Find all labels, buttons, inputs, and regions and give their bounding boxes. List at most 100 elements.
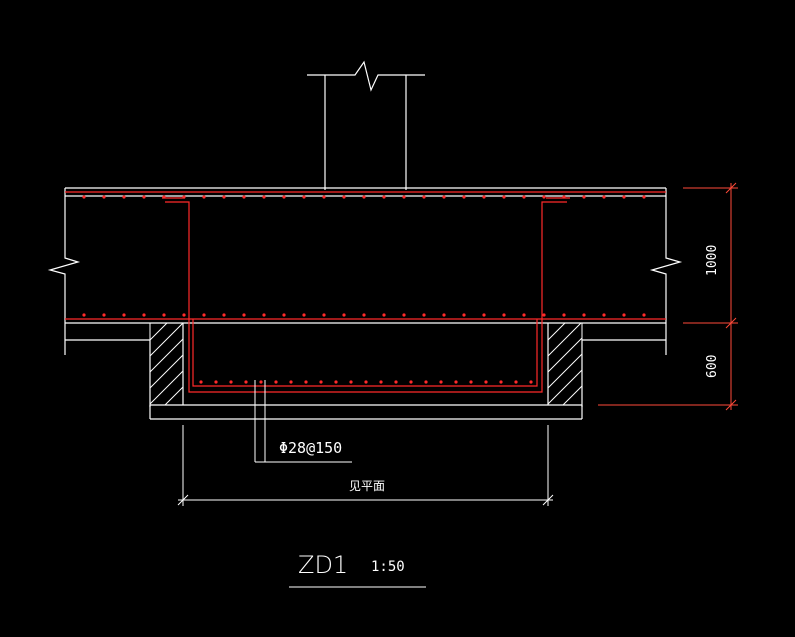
- rebar-dot: [502, 313, 506, 317]
- rebar-dot: [262, 313, 266, 317]
- rebar-dot: [382, 313, 386, 317]
- rebar-dot: [242, 313, 246, 317]
- rebar-dot: [214, 380, 218, 384]
- rebar-dot: [282, 195, 286, 199]
- rebar-dot: [454, 380, 458, 384]
- rebar-dot: [514, 380, 518, 384]
- rebar-dot: [302, 313, 306, 317]
- rebar-dot: [82, 195, 86, 199]
- rebar-dot: [499, 380, 503, 384]
- rebar-dot: [642, 313, 646, 317]
- rebar-dots-middle: [82, 313, 646, 317]
- rebar-dot: [582, 195, 586, 199]
- slab-outline: [47, 187, 683, 420]
- rebar-dot: [424, 380, 428, 384]
- drawing-scale: 1:50: [371, 559, 405, 575]
- rebar-dot: [379, 380, 383, 384]
- height-dimension: [598, 182, 738, 411]
- rebar-dot: [342, 195, 346, 199]
- rebar-dot: [409, 380, 413, 384]
- rebar-dot: [319, 380, 323, 384]
- rebar-dot: [622, 195, 626, 199]
- rebar-dot: [102, 195, 106, 199]
- rebar-dot: [222, 313, 226, 317]
- rebar-dot: [364, 380, 368, 384]
- rebar-dot: [322, 195, 326, 199]
- rebar-dot: [262, 195, 266, 199]
- rebar-dot: [482, 313, 486, 317]
- drawing-title: ZD1: [298, 551, 349, 579]
- rebar-dot: [602, 313, 606, 317]
- rebar-dot: [442, 195, 446, 199]
- rebar-dot: [122, 313, 126, 317]
- rebar-dot: [462, 313, 466, 317]
- rebar-dot: [289, 380, 293, 384]
- hatch-left-wall: [149, 322, 184, 406]
- rebar-dot: [222, 195, 226, 199]
- rebar-dot: [562, 195, 566, 199]
- rebar-dot: [529, 380, 533, 384]
- rebar-dot: [142, 195, 146, 199]
- rebar-dot: [202, 313, 206, 317]
- rebar-dots-bottom: [199, 380, 533, 384]
- rebar-dot: [199, 380, 203, 384]
- rebar-dot: [82, 313, 86, 317]
- rebar-dot: [582, 313, 586, 317]
- rebar-dot: [442, 313, 446, 317]
- rebar-dot: [422, 195, 426, 199]
- rebar-dot: [394, 380, 398, 384]
- rebar-dot: [274, 380, 278, 384]
- rebar-dot: [244, 380, 248, 384]
- rebar-dot: [182, 195, 186, 199]
- rebar-dot: [142, 313, 146, 317]
- dim-upper-label: 1000: [705, 244, 720, 276]
- rebar-dot: [602, 195, 606, 199]
- rebar-dot: [342, 313, 346, 317]
- width-dimension: [177, 425, 554, 506]
- rebar-dot: [622, 313, 626, 317]
- rebar-dot: [402, 313, 406, 317]
- rebar-dot: [202, 195, 206, 199]
- rebar-dot: [229, 380, 233, 384]
- rebar-lines: [65, 191, 666, 393]
- rebar-dot: [562, 313, 566, 317]
- hatch-right-wall: [547, 322, 583, 406]
- rebar-dot: [322, 313, 326, 317]
- rebar-dot: [439, 380, 443, 384]
- rebar-dot: [334, 380, 338, 384]
- rebar-dot: [349, 380, 353, 384]
- rebar-dot: [162, 195, 166, 199]
- rebar-dot: [182, 313, 186, 317]
- rebar-dot: [259, 380, 263, 384]
- rebar-dot: [422, 313, 426, 317]
- rebar-dot: [502, 195, 506, 199]
- rebar-dot: [362, 313, 366, 317]
- rebar-dot: [469, 380, 473, 384]
- rebar-dot: [542, 195, 546, 199]
- width-note: 见平面: [349, 479, 386, 493]
- column-outline: [307, 60, 425, 190]
- rebar-dots-top: [82, 195, 646, 199]
- rebar-dot: [102, 313, 106, 317]
- rebar-dot: [242, 195, 246, 199]
- rebar-dot: [522, 195, 526, 199]
- rebar-dot: [484, 380, 488, 384]
- rebar-dot: [382, 195, 386, 199]
- rebar-dot: [542, 313, 546, 317]
- rebar-dot: [304, 380, 308, 384]
- rebar-dot: [522, 313, 526, 317]
- rebar-dot: [362, 195, 366, 199]
- rebar-label: Φ28@150: [279, 439, 343, 457]
- rebar-dot: [282, 313, 286, 317]
- rebar-leader: [254, 380, 352, 463]
- rebar-dot: [122, 195, 126, 199]
- rebar-dot: [302, 195, 306, 199]
- rebar-dot: [642, 195, 646, 199]
- rebar-dot: [462, 195, 466, 199]
- rebar-dot: [402, 195, 406, 199]
- rebar-dot: [482, 195, 486, 199]
- dim-lower-label: 600: [705, 354, 720, 378]
- rebar-dot: [162, 313, 166, 317]
